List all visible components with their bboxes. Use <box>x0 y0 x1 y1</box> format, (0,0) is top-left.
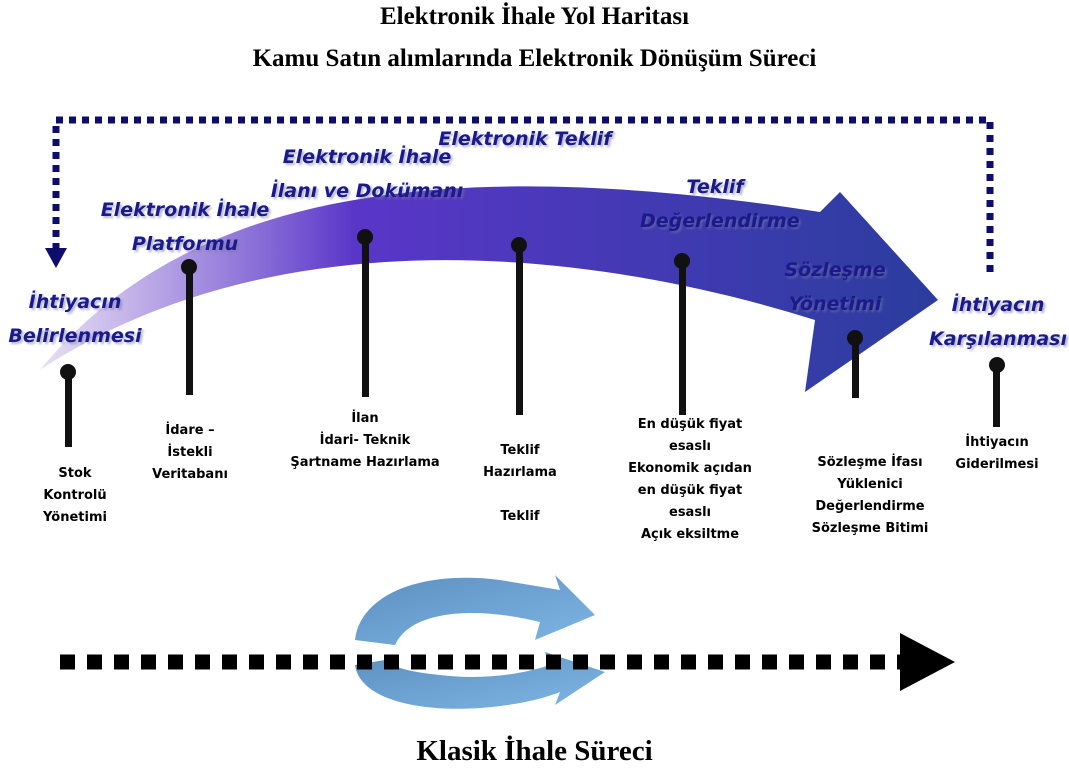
stage-label-teklif-degerlendirme: Teklif Değerlendirme <box>640 176 800 232</box>
diagram-subtitle: Kamu Satın alımlarında Elektronik Dönüşü… <box>252 45 817 72</box>
stage-label-sozlesme-yonetimi: Sözleşme Yönetimi <box>784 259 886 315</box>
stage-label-ihtiyacin-belirlenmesi: İhtiyacın Belirlenmesi <box>8 291 142 347</box>
stage-label-elektronik-ihale-platformu: Elektronik İhale Platformu <box>100 199 270 255</box>
milestone-pin-1 <box>60 364 76 447</box>
process-arrow <box>40 186 938 392</box>
milestone-pins <box>60 229 1005 447</box>
cycle-arrow-top <box>355 575 595 645</box>
detail-text-teklif-hazirlama: Teklif Hazırlama Teklif <box>483 443 557 524</box>
milestone-pin-3 <box>357 229 373 397</box>
milestone-pin-7 <box>989 357 1005 427</box>
feedback-loop-line <box>52 116 994 272</box>
stage-label-elektronik-ihale-ilani: Elektronik İhale İlanı ve Dokümanı <box>270 146 464 202</box>
detail-text-idare-istekli: İdare – İstekli Veritabanı <box>152 423 228 482</box>
milestone-pin-2 <box>181 259 197 395</box>
detail-text-teklif-degerlendirme: En düşük fiyat esaslı Ekonomik açıdan en… <box>628 417 752 542</box>
milestone-pin-6 <box>847 330 863 398</box>
stage-label-elektronik-teklif: Elektronik Teklif <box>438 128 612 150</box>
detail-text-sozlesme: Sözleşme İfası Yüklenici Değerlendirme S… <box>811 455 929 536</box>
cycle-icon <box>355 575 605 709</box>
detail-text-ilan-sartname: İlan İdari- Teknik Şartname Hazırlama <box>290 411 440 470</box>
stage-label-ihtiyacin-karsilanmasi: İhtiyacın Karşılanması <box>928 294 1068 350</box>
cycle-arrow-bottom <box>355 652 605 709</box>
detail-text-ihtiyacin-giderilmesi: İhtiyacın Giderilmesi <box>955 435 1039 472</box>
classic-process-arrowhead <box>900 633 955 691</box>
diagram-title: Elektronik İhale Yol Haritası <box>379 3 690 30</box>
classic-process-title: Klasik İhale Süreci <box>416 735 653 767</box>
feedback-loop-arrowhead <box>45 248 67 268</box>
milestone-pin-4 <box>511 237 527 415</box>
milestone-pin-5 <box>674 253 690 415</box>
detail-text-stok-kontrolu: Stok Kontrolü Yönetimi <box>43 466 107 525</box>
